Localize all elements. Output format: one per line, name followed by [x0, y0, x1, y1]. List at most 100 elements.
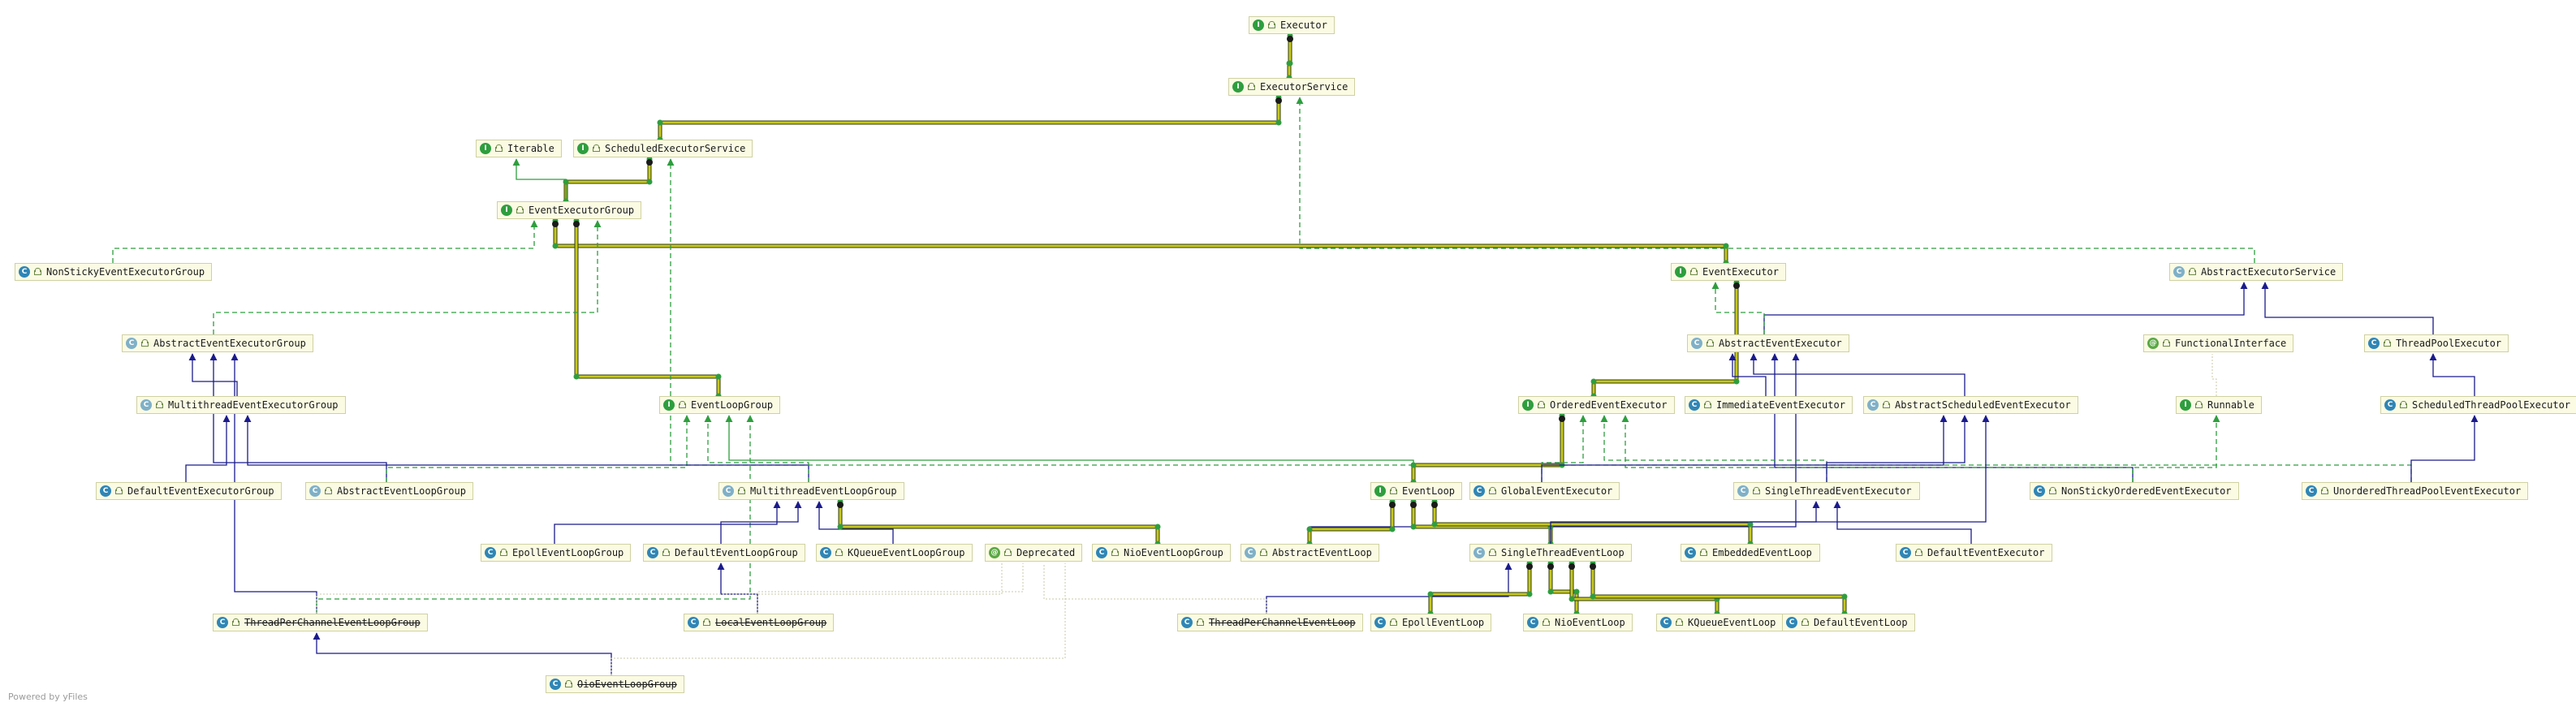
- abstract-class-icon: C: [126, 338, 137, 349]
- edge-inner: [1410, 412, 1565, 485]
- edge-implements-dashed: [213, 220, 602, 334]
- node-label: MultithreadEventExecutorGroup: [168, 399, 339, 411]
- abstract-class-icon: C: [1691, 338, 1702, 349]
- edge-extends: [188, 353, 238, 396]
- public-lock-icon: [737, 487, 745, 495]
- edge-extends: [717, 562, 758, 614]
- abstract-class-icon: C: [1867, 399, 1879, 411]
- public-lock-icon: [2162, 339, 2170, 347]
- public-lock-icon: [1542, 618, 1550, 627]
- interface-icon: I: [1232, 81, 1244, 93]
- edge-inner: [1568, 560, 1720, 617]
- edges-layer: [112, 32, 2479, 675]
- edge-extends: [209, 353, 387, 482]
- node-functional-interface[interactable]: @FunctionalInterface: [2143, 334, 2294, 352]
- node-label: DefaultEventLoop: [1814, 617, 1908, 628]
- public-lock-icon: [1703, 401, 1711, 409]
- node-label: FunctionalInterface: [2175, 338, 2287, 349]
- public-lock-icon: [1196, 618, 1204, 627]
- edge-extends: [815, 501, 894, 544]
- node-label: DefaultEventLoopGroup: [675, 547, 798, 558]
- node-default-event-loop[interactable]: C DefaultEventLoop: [1782, 614, 1915, 631]
- public-lock-icon: [1537, 401, 1545, 409]
- edge-inner: [1547, 560, 1580, 617]
- public-lock-icon: [1689, 268, 1698, 276]
- public-lock-icon: [678, 401, 686, 409]
- node-label: LocalEventLoopGroup: [715, 617, 827, 628]
- edge-implements-dashed: [704, 415, 809, 482]
- edge-inner: [1431, 498, 1754, 547]
- public-lock-icon: [140, 339, 149, 347]
- public-lock-icon: [1882, 401, 1890, 409]
- node-deprecated[interactable]: @Deprecated: [985, 544, 1083, 562]
- node-label: Executor: [1280, 19, 1327, 31]
- public-lock-icon: [1389, 487, 1397, 495]
- interface-icon: I: [1374, 485, 1386, 497]
- class-icon: C: [19, 266, 30, 278]
- public-lock-icon: [1801, 618, 1809, 627]
- public-lock-icon: [1914, 549, 1922, 557]
- node-label: EpollEventLoopGroup: [512, 547, 624, 558]
- edge-annotation: [2211, 354, 2217, 396]
- public-lock-icon: [231, 618, 239, 627]
- node-label: DefaultEventExecutor: [1927, 547, 2045, 558]
- edge-extends: [1728, 353, 1767, 396]
- edge-extends: [2410, 415, 2479, 482]
- public-lock-icon: [2194, 401, 2203, 409]
- node-label: DefaultEventExecutorGroup: [127, 485, 274, 497]
- edge-implements: [725, 415, 1414, 482]
- node-label: KQueueEventLoop: [1688, 617, 1776, 628]
- class-icon: C: [1786, 617, 1797, 628]
- public-lock-icon: [1699, 549, 1707, 557]
- edge-inner: [563, 156, 653, 205]
- edge-inner: [837, 498, 1161, 547]
- edge-implements-dashed: [667, 158, 2412, 482]
- edge-extends: [2429, 353, 2475, 396]
- edge-extends: [1750, 415, 1990, 544]
- public-lock-icon: [2048, 487, 2056, 495]
- edge-implements: [512, 158, 567, 201]
- abstract-class-icon: C: [1737, 485, 1749, 497]
